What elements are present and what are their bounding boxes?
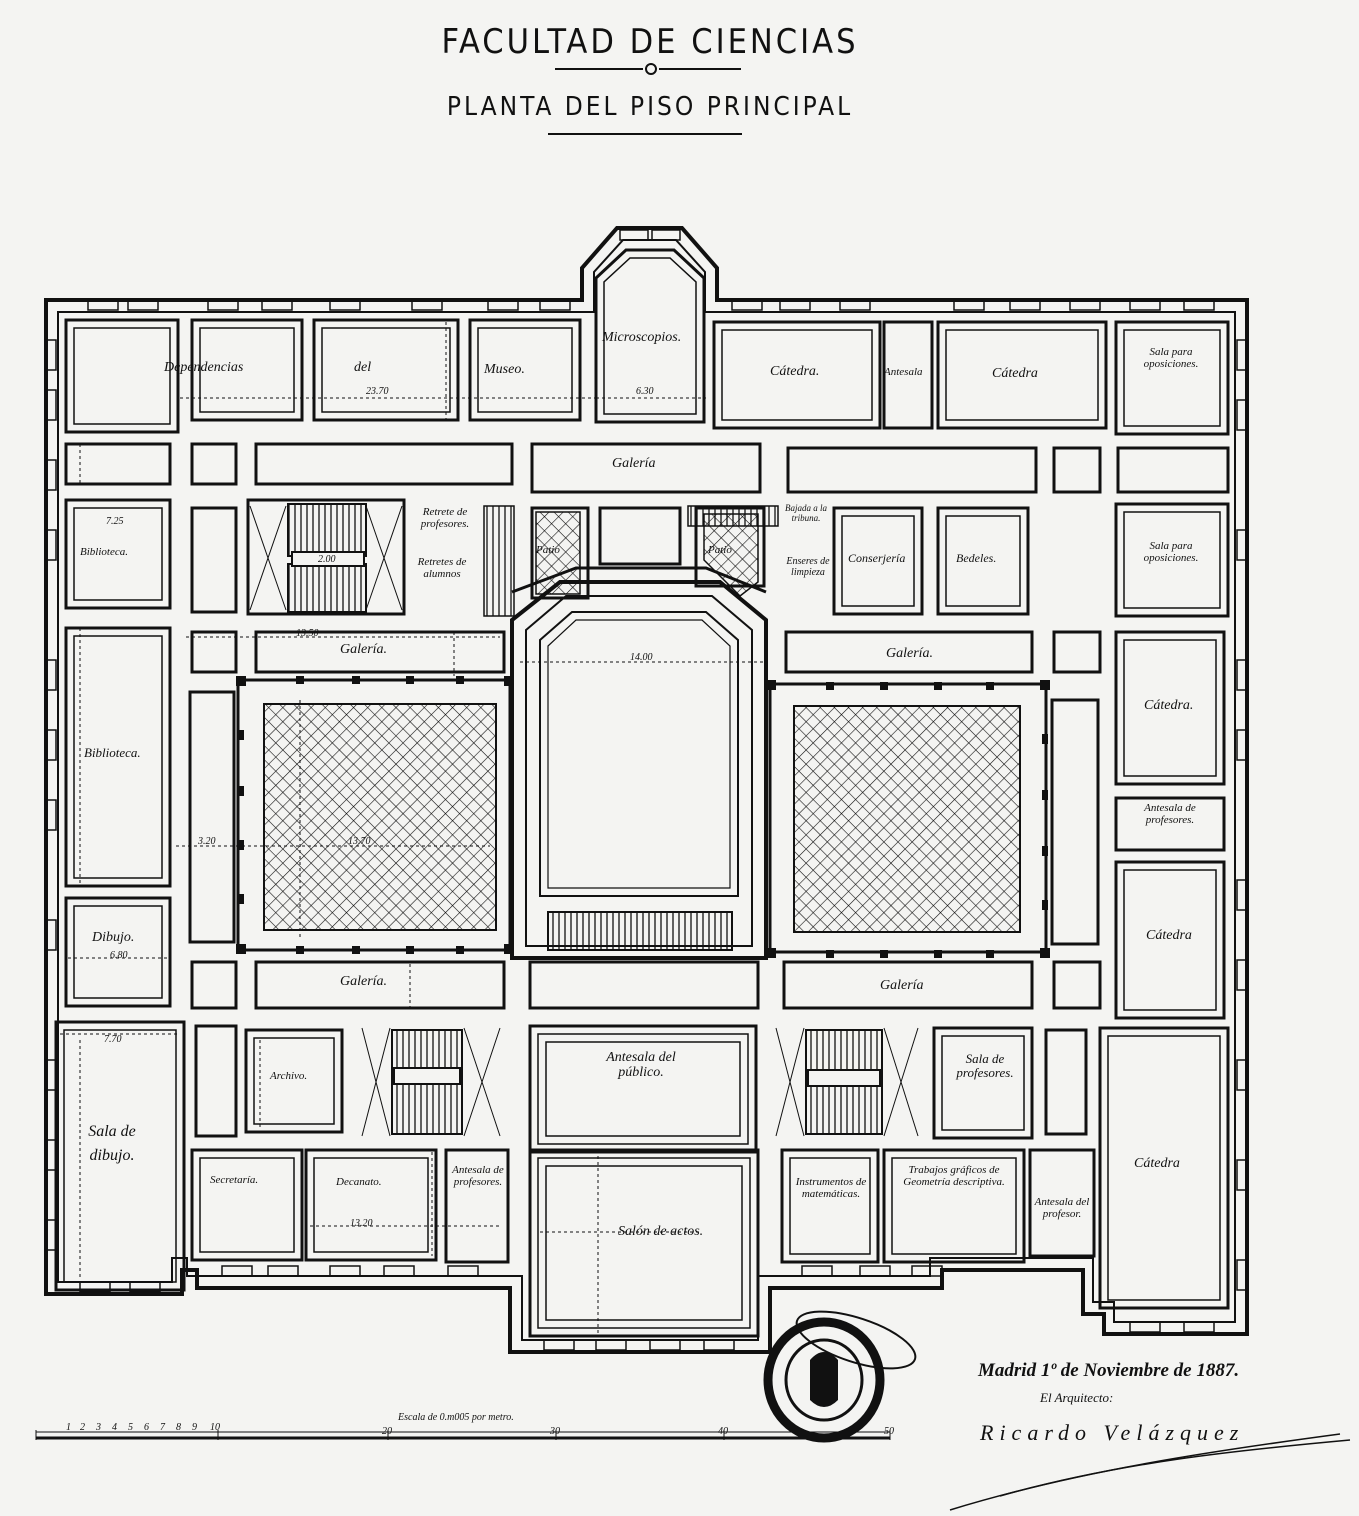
- room-label-bedeles: Bedeles.: [956, 551, 997, 565]
- room-label-catedra-right-1: Cátedra.: [1144, 698, 1194, 713]
- room-label-bajada-tribuna: Bajada a la tribuna.: [785, 503, 827, 523]
- room-label-sala-dibujo: Sala de dibujo.: [88, 1123, 136, 1164]
- room-label-galeria-low-left: Galería.: [340, 974, 388, 989]
- dimension-7-25: 7.25: [106, 516, 124, 527]
- room-label-galeria-top: Galería: [612, 456, 656, 471]
- room-label-sala-profesores: Sala de profesores.: [956, 1051, 1014, 1081]
- dimension-3-20: 3.20: [198, 836, 216, 847]
- room-label-archivo: Archivo.: [270, 1070, 308, 1082]
- room-label-dibujo: Dibujo.: [92, 930, 135, 945]
- room-label-catedra-top-2: Cátedra: [992, 366, 1038, 381]
- dimension-14-00: 14.00: [630, 652, 653, 663]
- room-label-biblioteca-small: Biblioteca.: [80, 546, 128, 558]
- dimension-13-50: 13.50: [296, 628, 319, 639]
- columns: [236, 676, 1050, 958]
- room-label-galeria-mid-left: Galería.: [340, 642, 388, 657]
- drawing-subtitle: PLANTA DEL PISO PRINCIPAL: [446, 92, 854, 122]
- scale-tick-label: 50: [884, 1426, 894, 1437]
- room-label-museo: Museo.: [484, 362, 525, 377]
- signature-flourish: [949, 1433, 1351, 1511]
- dimension-6-80: 6.80: [110, 950, 128, 961]
- official-seal-stamp: [763, 1310, 917, 1443]
- architect-signature: Ricardo Velázquez: [980, 1420, 1245, 1445]
- window-bays: [45, 229, 1248, 1351]
- scale-tick-label: 5: [128, 1422, 133, 1433]
- room-label-salon-actos: Salón de actos.: [618, 1224, 704, 1239]
- subtitle-rule: [548, 133, 742, 135]
- central-hall: [510, 566, 768, 960]
- date-line: Madrid 1º de Noviembre de 1887.: [978, 1360, 1240, 1381]
- dimension-7-70: 7.70: [104, 1034, 122, 1045]
- scale-bar: [35, 1430, 891, 1440]
- staircases: [249, 503, 919, 1137]
- dimension-6-30: 6.30: [636, 386, 654, 397]
- room-label-antesala-top: Antesala: [884, 366, 923, 378]
- room-label-patio-right: Patio: [708, 544, 732, 556]
- scale-tick-label: 2: [80, 1422, 85, 1433]
- room-label-galeria-mid-right: Galería.: [886, 646, 934, 661]
- room-label-catedra-right-3: Cátedra: [1134, 1156, 1180, 1171]
- dimension-13-20: 13.20: [350, 1218, 373, 1229]
- room-label-catedra-right-2: Cátedra: [1146, 928, 1192, 943]
- scale-tick-label: 6: [144, 1422, 149, 1433]
- room-label-antesala-profesor: Antesala del profesor.: [1034, 1196, 1090, 1221]
- dimension-lines: [60, 322, 764, 1336]
- room-label-sala-oposiciones-2: Sala para oposiciones.: [1143, 540, 1199, 565]
- room-label-sala-oposiciones-1: Sala para oposiciones.: [1143, 346, 1199, 371]
- scale-tick-label: 20: [382, 1426, 392, 1437]
- title-rule-left: [555, 68, 643, 70]
- room-label-secretaria: Secretaría.: [210, 1174, 259, 1186]
- room-label-patio-left: Patio: [536, 544, 560, 556]
- room-label-decanato: Decanato.: [336, 1176, 382, 1188]
- room-label-antesala-profesores: Antesala de profesores.: [1144, 802, 1196, 827]
- room-label-dependencias: Dependencias: [164, 360, 244, 375]
- dimension-2-00: 2.00: [318, 554, 336, 565]
- room-label-microscopios: Microscopios.: [602, 330, 682, 345]
- room-label-antesala-publico: Antesala del público.: [606, 1050, 676, 1081]
- room-label-conserjeria: Conserjería: [848, 551, 906, 565]
- room-label-antesala-profesores-2: Antesala de profesores.: [452, 1164, 504, 1189]
- room-label-instrumentos: Instrumentos de matemáticas.: [795, 1176, 867, 1201]
- room-label-enseres-limpieza: Enseres de limpieza: [786, 556, 830, 578]
- room-label-del: del: [354, 360, 372, 375]
- room-label-catedra-top-1: Cátedra.: [770, 364, 820, 379]
- inner-room-outlines: [63, 257, 1221, 1329]
- room-label-galeria-low-right: Galería: [880, 978, 924, 993]
- drawing-title: FACULTAD DE CIENCIAS: [441, 22, 859, 62]
- dimension-23-70: 23.70: [366, 386, 389, 397]
- architect-label: El Arquitecto:: [1040, 1390, 1114, 1405]
- courtyards: [236, 511, 1048, 954]
- scale-tick-label: 4: [112, 1422, 117, 1433]
- room-outlines: [54, 248, 1230, 1338]
- scale-tick-label: 3: [96, 1422, 101, 1433]
- scale-tick-label: 8: [176, 1422, 181, 1433]
- scale-tick-label: 40: [718, 1426, 728, 1437]
- dimension-13-70: 13.70: [348, 836, 371, 847]
- room-label-biblioteca-large: Biblioteca.: [84, 745, 141, 760]
- room-label-retrete-profesores: Retrete de profesores.: [420, 506, 470, 531]
- title-rule-right: [659, 68, 741, 70]
- scale-tick-label: 30: [550, 1426, 560, 1437]
- scale-caption: Escala de 0.m005 por metro.: [398, 1412, 514, 1423]
- scale-tick-label: 10: [210, 1422, 220, 1433]
- title-rule-ornament: [645, 63, 657, 75]
- room-label-retretes-alumnos: Retretes de alumnos: [417, 556, 467, 581]
- scale-tick-label: 9: [192, 1422, 197, 1433]
- scale-tick-label: 1: [66, 1422, 71, 1433]
- scale-tick-label: 7: [160, 1422, 165, 1433]
- room-label-trabajos: Trabajos gráficos de Geometría descripti…: [903, 1164, 1005, 1189]
